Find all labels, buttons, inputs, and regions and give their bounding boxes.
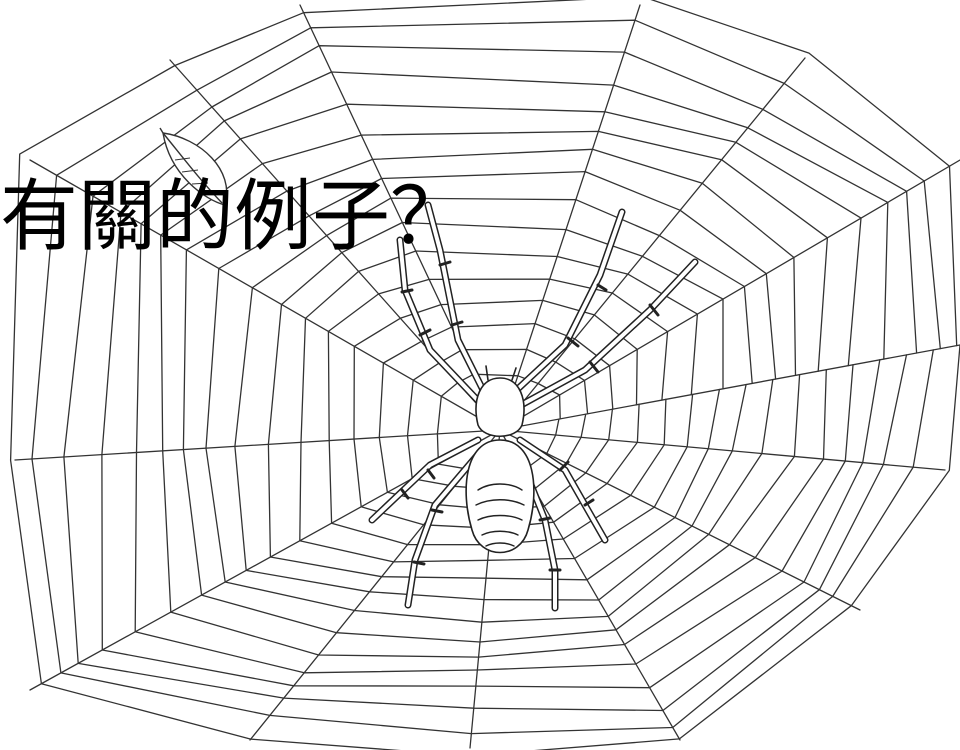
web-radial-thread bbox=[499, 429, 861, 611]
web-spiral-ring bbox=[205, 170, 777, 623]
web-spiral-ring bbox=[134, 103, 862, 674]
web-spiral-ring bbox=[234, 197, 753, 601]
web-spiral-ring bbox=[9, 0, 960, 750]
web-spiral-ring bbox=[101, 71, 889, 689]
web-spiral-ring bbox=[353, 299, 640, 529]
web-spiral-ring bbox=[63, 45, 918, 712]
web-spiral-ring bbox=[267, 221, 724, 581]
web-radial-thread bbox=[499, 429, 946, 471]
web-radial-thread bbox=[499, 159, 960, 431]
web-radial-thread bbox=[499, 57, 806, 431]
web-radial-thread bbox=[14, 429, 501, 461]
leaf-icon bbox=[159, 127, 228, 206]
spider bbox=[368, 201, 699, 612]
web-radial-thread bbox=[499, 4, 641, 431]
web-spiral-ring bbox=[406, 348, 589, 491]
web-spiral-ring bbox=[182, 148, 801, 643]
web-spiral-ring bbox=[31, 19, 941, 735]
web-radial-thread bbox=[29, 159, 501, 431]
web-spiral-ring bbox=[160, 130, 829, 658]
headline-text: 有關的例子？ bbox=[0, 172, 469, 262]
